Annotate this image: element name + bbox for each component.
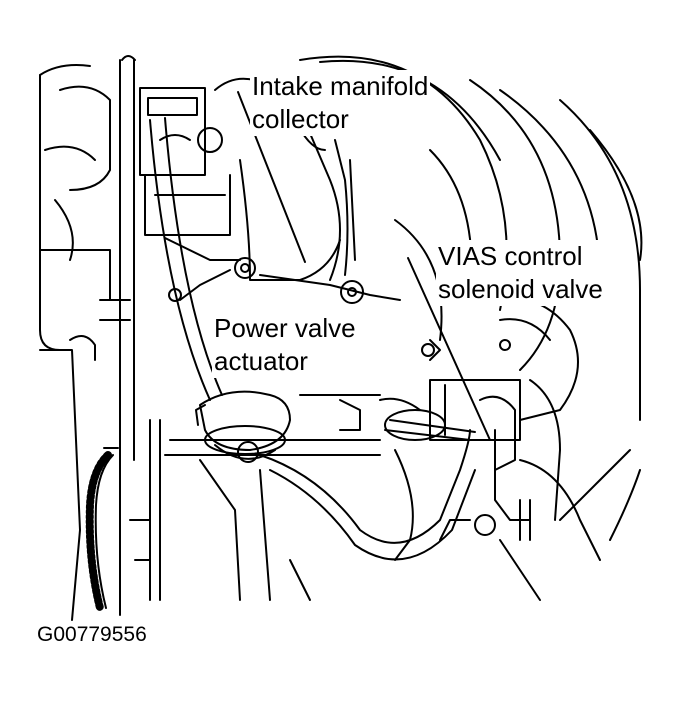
flywheel-gear	[85, 439, 121, 616]
power-valve-label-line2: actuator	[214, 346, 308, 376]
lower-right-details	[499, 449, 641, 601]
diagonal-hose	[149, 117, 223, 401]
vias-control-solenoid-valve-label: VIAS control solenoid valve	[436, 240, 605, 306]
vias-label-line2: solenoid valve	[438, 274, 603, 304]
power-valve-actuator	[195, 390, 291, 463]
intake-manifold-label-line2: collector	[252, 104, 349, 134]
power-valve-actuator-label: Power valve actuator	[212, 312, 358, 378]
lower-block	[129, 394, 414, 601]
intake-leader-line	[237, 91, 306, 263]
vertical-tube	[69, 55, 136, 461]
actuator-hose	[259, 397, 476, 561]
figure-id: G00779556	[37, 623, 147, 646]
left-housing	[39, 64, 111, 621]
vias-label-line1: VIAS control	[438, 241, 583, 271]
intake-manifold-collector-label: Intake manifold collector	[250, 70, 431, 136]
power-valve-label-line1: Power valve	[214, 313, 356, 343]
vias-leader-line	[407, 257, 491, 441]
intake-manifold-label-line1: Intake manifold	[252, 71, 429, 101]
